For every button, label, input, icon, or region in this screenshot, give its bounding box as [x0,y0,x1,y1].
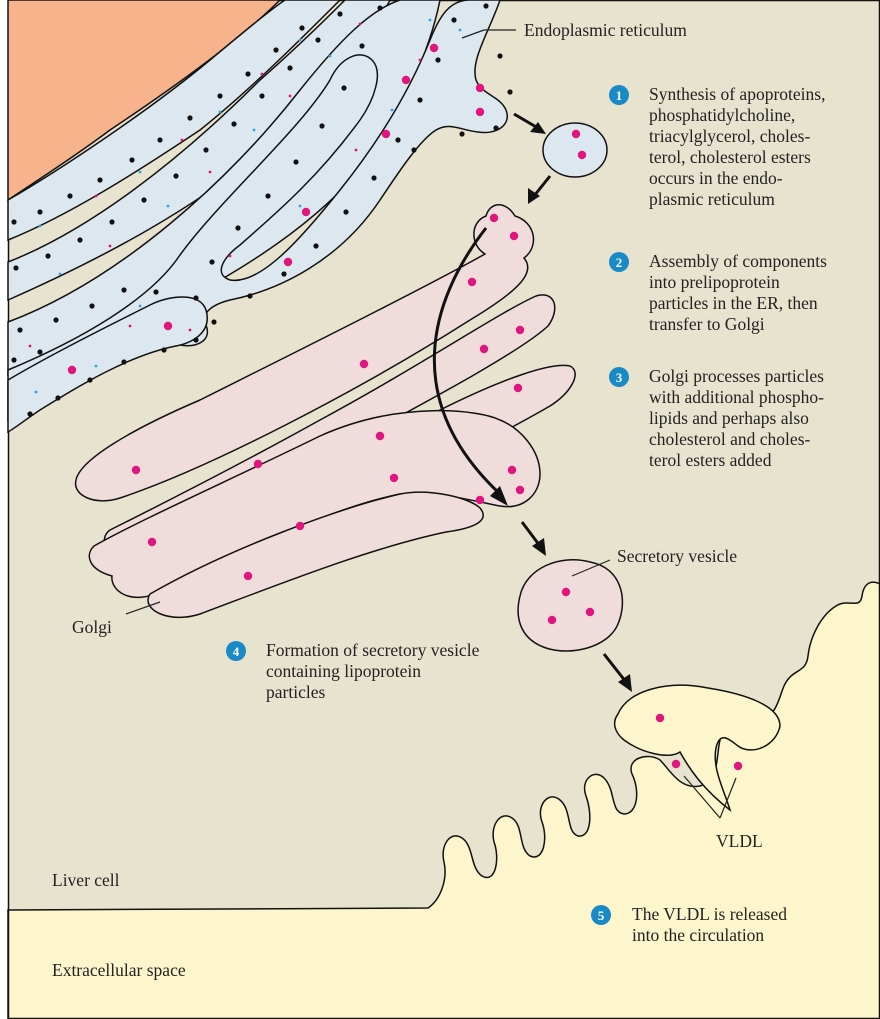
secretory-vesicle [518,560,622,651]
particle [548,616,556,624]
step-number: 1 [616,88,623,103]
label-golgi: Golgi [72,617,112,637]
step-number: 2 [616,255,623,270]
step-number: 4 [233,644,240,659]
label-secretory-vesicle: Secretory vesicle [617,546,737,566]
vldl-particle [672,760,680,768]
particle [586,608,594,616]
vldl-particle [656,714,664,722]
particle [572,130,580,138]
particle [562,588,570,596]
vldl-particle [734,762,742,770]
label-liver-cell: Liver cell [52,870,120,890]
label-extracellular-space: Extracellular space [52,960,186,980]
label-vldl: VLDL [716,831,763,851]
label-endoplasmic-reticulum: Endoplasmic reticulum [524,20,687,40]
step-number: 3 [616,370,623,385]
particle [578,151,586,159]
step-number: 5 [598,908,605,923]
